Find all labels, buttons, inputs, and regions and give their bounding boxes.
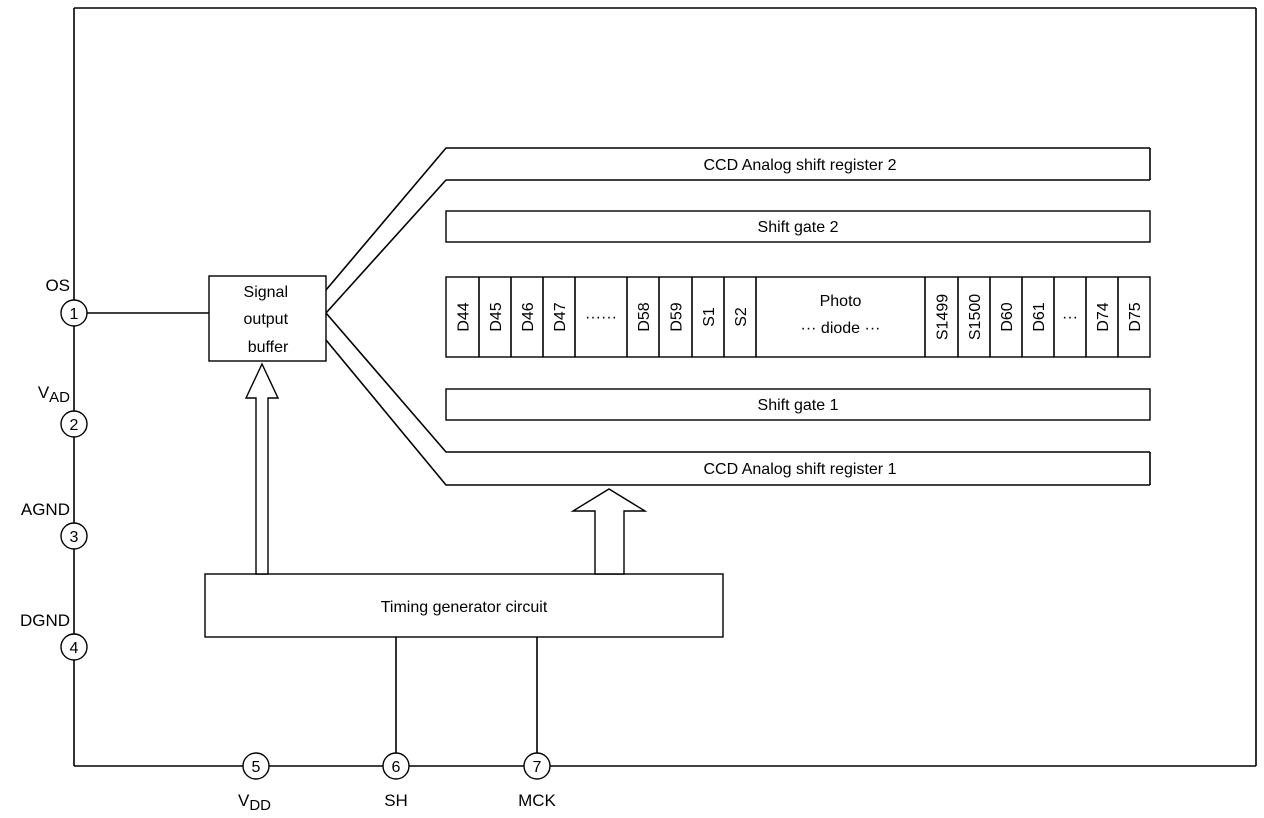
pin-number: 4 — [70, 640, 79, 657]
cell-label: D59 — [669, 302, 686, 331]
pin-number: 3 — [70, 529, 79, 546]
cell-label: S1 — [701, 307, 718, 327]
cell-label: S2 — [733, 307, 750, 327]
pin-circle — [60, 410, 88, 438]
gate2-label: Shift gate 2 — [758, 219, 839, 236]
pin-label: VAD — [38, 383, 70, 406]
gate1-label: Shift gate 1 — [758, 397, 839, 414]
pin-circle — [382, 752, 410, 780]
arrow-to-register1 — [570, 488, 648, 575]
svg-text:Signal output buffer: Signal output buffer — [244, 284, 293, 356]
pin-label: SH — [384, 791, 408, 810]
pin-label: AGND — [21, 500, 70, 519]
chip-outline — [73, 7, 1257, 767]
shift-gate-1 — [445, 388, 1151, 421]
cell-label: D75 — [1127, 302, 1144, 331]
connection-lines — [87, 312, 538, 753]
cell-label: S1499 — [935, 294, 952, 340]
pin-circle — [60, 299, 88, 327]
cell-label: S1500 — [967, 294, 984, 340]
cell-label: D61 — [1031, 302, 1048, 331]
shift-gate-2 — [445, 210, 1151, 243]
pin-label: OS — [45, 276, 70, 295]
cell-label: D44 — [456, 302, 473, 331]
cell-label: D58 — [636, 302, 653, 331]
cell-label: D60 — [999, 302, 1016, 331]
cell-label: ······ — [585, 309, 617, 326]
timing-label: Timing generator circuit — [381, 599, 548, 616]
pin-circle — [242, 752, 270, 780]
pin-number: 7 — [533, 759, 542, 776]
pin-label: DGND — [20, 611, 70, 630]
buffer-line-2: output — [244, 311, 289, 328]
photodiode-row: D44 D45 D46 D47 ······ D58 D59 S1 S2 Photo ··· dio… — [445, 276, 1151, 358]
cell-label: ··· — [1062, 309, 1078, 326]
pin-circle — [60, 633, 88, 661]
pin-1: 1OS — [45, 276, 88, 327]
pin-label: VDD — [238, 791, 271, 814]
cell-label: D74 — [1095, 302, 1112, 331]
register1-label: CCD Analog shift register 1 — [704, 461, 897, 478]
pin-number: 2 — [70, 417, 79, 434]
pin-number: 1 — [70, 306, 79, 323]
cell-label: D46 — [520, 302, 537, 331]
arrow-to-buffer — [244, 362, 280, 575]
pin-6: 6SH — [382, 752, 410, 810]
fanout-lines — [325, 147, 1150, 486]
buffer-line-1: Signal — [244, 284, 288, 301]
pin-number: 6 — [392, 759, 401, 776]
cell-label: ··· diode ··· — [800, 320, 880, 337]
cell-label: D47 — [552, 302, 569, 331]
register2-label: CCD Analog shift register 2 — [704, 157, 897, 174]
signal-output-buffer — [208, 275, 327, 362]
pin-label: MCK — [518, 791, 556, 810]
pin-number: 5 — [252, 759, 261, 776]
timing-generator — [204, 573, 724, 638]
cell-label: D45 — [488, 302, 505, 331]
pin-circle — [60, 522, 88, 550]
pin-circle — [523, 752, 551, 780]
buffer-line-3: buffer — [248, 339, 289, 356]
cell-label: Photo — [820, 293, 862, 310]
